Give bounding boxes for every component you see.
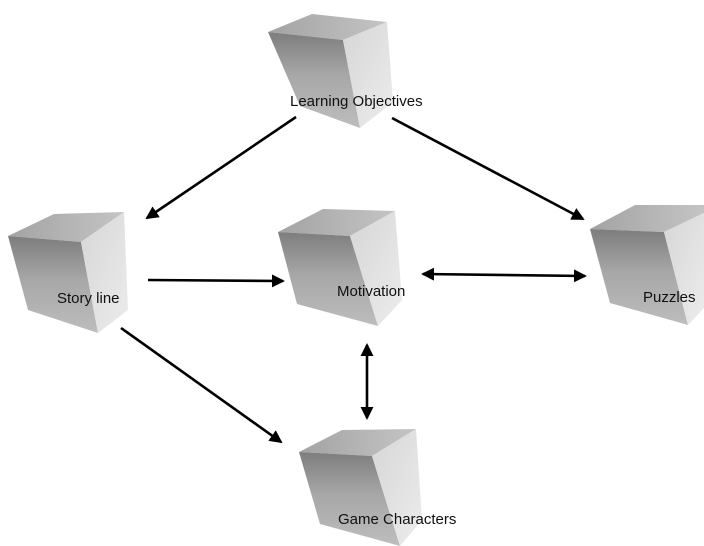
node-label-game-characters: Game Characters bbox=[338, 511, 456, 528]
node-label-puzzles: Puzzles bbox=[643, 289, 696, 306]
cube-top-face bbox=[268, 14, 387, 40]
cube-front-face bbox=[278, 232, 378, 326]
cube-motivation: Motivation bbox=[278, 209, 405, 326]
cube-top-face bbox=[8, 212, 124, 242]
arrow-story-line-to-motivation bbox=[147, 274, 285, 288]
node-label-motivation: Motivation bbox=[337, 283, 405, 300]
arrow-learning-objectives-to-story-line bbox=[145, 115, 297, 220]
cube-front-face bbox=[8, 236, 98, 333]
arrow-learning-objectives-to-puzzles bbox=[391, 116, 585, 221]
cube-side-face bbox=[343, 22, 393, 128]
cube-side-face bbox=[664, 213, 704, 325]
cube-story-line: Story line bbox=[8, 212, 128, 333]
cube-top-face bbox=[590, 205, 704, 232]
cube-front-face bbox=[268, 32, 360, 128]
cube-front-face bbox=[299, 452, 400, 546]
cube-side-face bbox=[372, 429, 422, 546]
cube-top-face bbox=[278, 209, 395, 236]
cube-puzzles: Puzzles bbox=[590, 205, 704, 325]
arrow-story-line-to-game-characters bbox=[120, 326, 283, 444]
cube-side-face bbox=[350, 211, 402, 326]
node-label-story-line: Story line bbox=[57, 290, 120, 307]
cube-game-characters: Game Characters bbox=[299, 429, 456, 546]
cube-top-face bbox=[299, 429, 416, 456]
cube-learning-objectives: Learning Objectives bbox=[268, 14, 423, 128]
node-label-learning-objectives: Learning Objectives bbox=[290, 93, 423, 110]
arrow-motivation-puzzles-bidirectional bbox=[421, 267, 587, 283]
cube-front-face bbox=[590, 229, 688, 325]
cube-side-face bbox=[81, 212, 128, 333]
